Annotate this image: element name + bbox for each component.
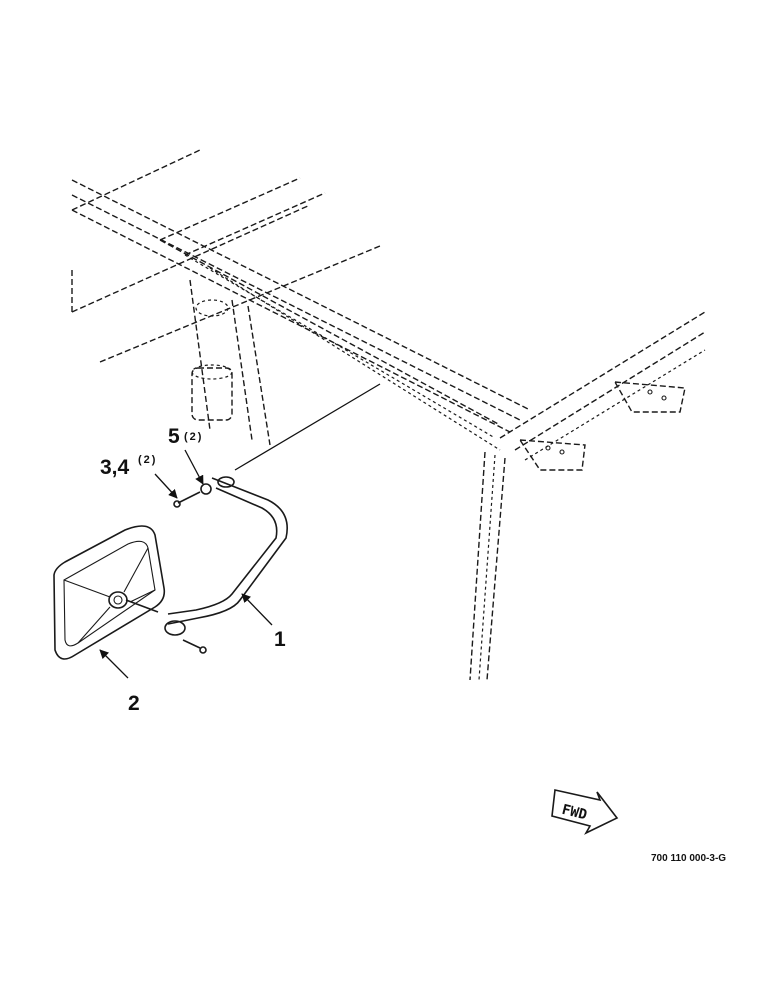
mirror-head (53, 525, 166, 660)
callout-item-5-qty: (2) (184, 431, 203, 443)
callout-item-1: 1 (274, 628, 286, 651)
leader-lines (99, 449, 273, 679)
callout-item-2: 2 (128, 692, 140, 715)
forward-arrow-label: FWD (560, 802, 588, 824)
callout-item-3-4: 3,4 (100, 456, 130, 479)
forward-arrow: FWD (551, 789, 619, 835)
callout-item-3-4-qty: (2) (138, 454, 157, 466)
cab-frame (71, 149, 706, 681)
mirror-arm (164, 476, 288, 636)
callout-item-5: 5 (168, 425, 180, 448)
figure-code: 700 110 000-3-G (651, 853, 726, 864)
screw-and-washer (173, 483, 212, 654)
